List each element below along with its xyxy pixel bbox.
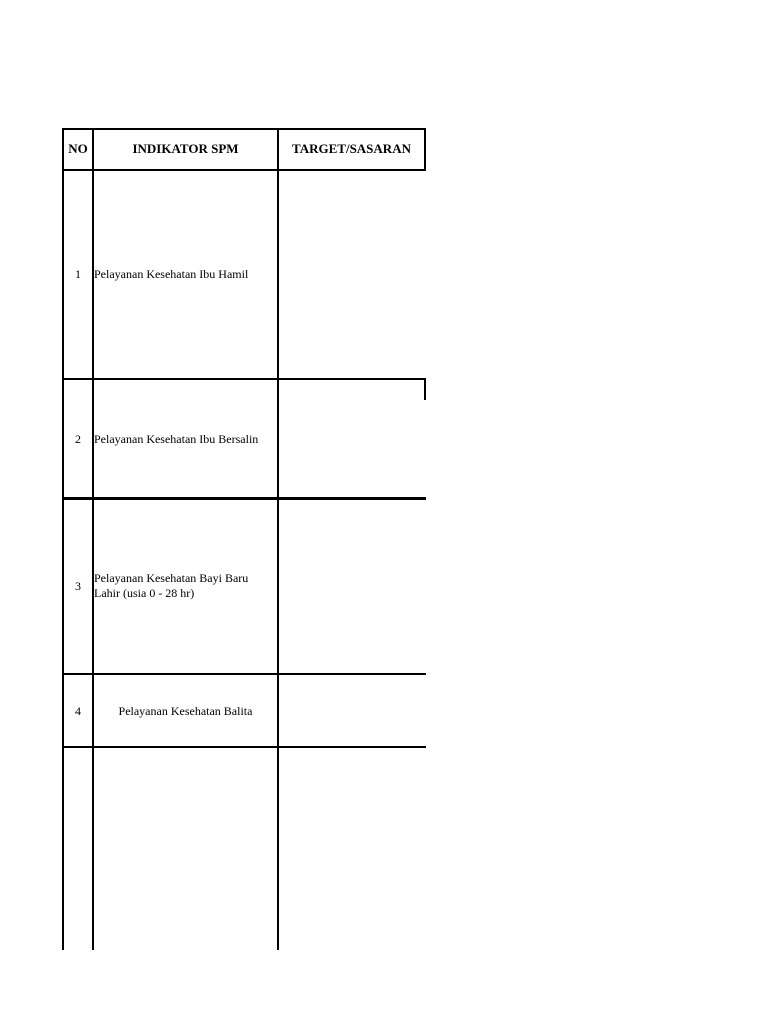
row-1-indikator: Pelayanan Kesehatan Ibu Hamil xyxy=(94,267,249,281)
row-2-bottom-border xyxy=(62,497,426,500)
header-indikator: INDIKATOR SPM xyxy=(132,141,239,156)
row-1-bottom-border xyxy=(62,378,426,380)
table-border-left xyxy=(62,128,64,950)
row-4-no: 4 xyxy=(75,704,81,718)
column-divider-indikator xyxy=(277,128,279,950)
row-3-no: 3 xyxy=(75,579,81,593)
header-bottom-border xyxy=(62,169,426,171)
table-border-right-stub xyxy=(424,379,426,400)
row-3-indikator-line-1: Pelayanan Kesehatan Bayi Baru xyxy=(94,571,249,585)
row-3-bottom-border xyxy=(62,673,426,675)
column-divider-no xyxy=(92,128,94,950)
row-2-indikator: Pelayanan Kesehatan Ibu Bersalin xyxy=(94,432,259,446)
table-border-top xyxy=(62,128,426,130)
row-2-no: 2 xyxy=(75,432,81,446)
header-no: NO xyxy=(68,141,88,156)
row-1-no: 1 xyxy=(75,267,81,281)
table-border-right-header xyxy=(424,128,426,170)
header-target: TARGET/SASARAN xyxy=(292,141,411,156)
row-3-indikator-line-2: Lahir (usia 0 - 28 hr) xyxy=(94,586,195,600)
row-4-bottom-border xyxy=(62,746,426,748)
row-4-indikator: Pelayanan Kesehatan Balita xyxy=(118,704,253,718)
